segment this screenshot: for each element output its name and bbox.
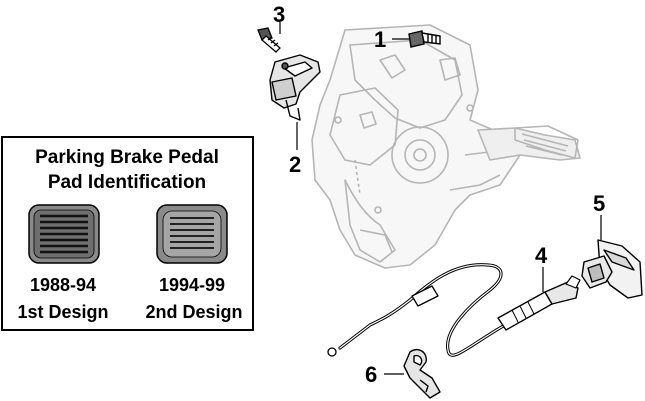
id-box-title-line2: Pad Identification — [48, 172, 206, 193]
cable-part-4 — [327, 263, 581, 357]
handle-part-5 — [581, 239, 643, 299]
pad-2-years: 1994-99 — [159, 275, 225, 295]
bolt-part-1 — [408, 30, 441, 48]
callout-1: 1 — [374, 27, 386, 52]
callout-2: 2 — [289, 152, 301, 177]
pad-2-design: 2nd Design — [145, 302, 242, 322]
bracket-part-2 — [269, 54, 321, 121]
pad-1-years: 1988-94 — [30, 275, 96, 295]
pad-2nd-design-image — [156, 204, 228, 264]
pad-1st-design-image — [28, 204, 100, 264]
callout-3: 3 — [273, 2, 285, 27]
pedal-assembly — [311, 24, 581, 269]
pad-identification-box: Parking Brake Pedal Pad Identification — [1, 136, 254, 331]
callout-4: 4 — [535, 243, 548, 268]
pad-1-design: 1st Design — [17, 302, 108, 322]
clip-part-6 — [403, 348, 441, 399]
callout-5: 5 — [593, 191, 605, 216]
screw-part-3 — [257, 27, 281, 53]
callout-6: 6 — [365, 362, 377, 387]
id-box-title-line1: Parking Brake Pedal — [35, 147, 219, 168]
